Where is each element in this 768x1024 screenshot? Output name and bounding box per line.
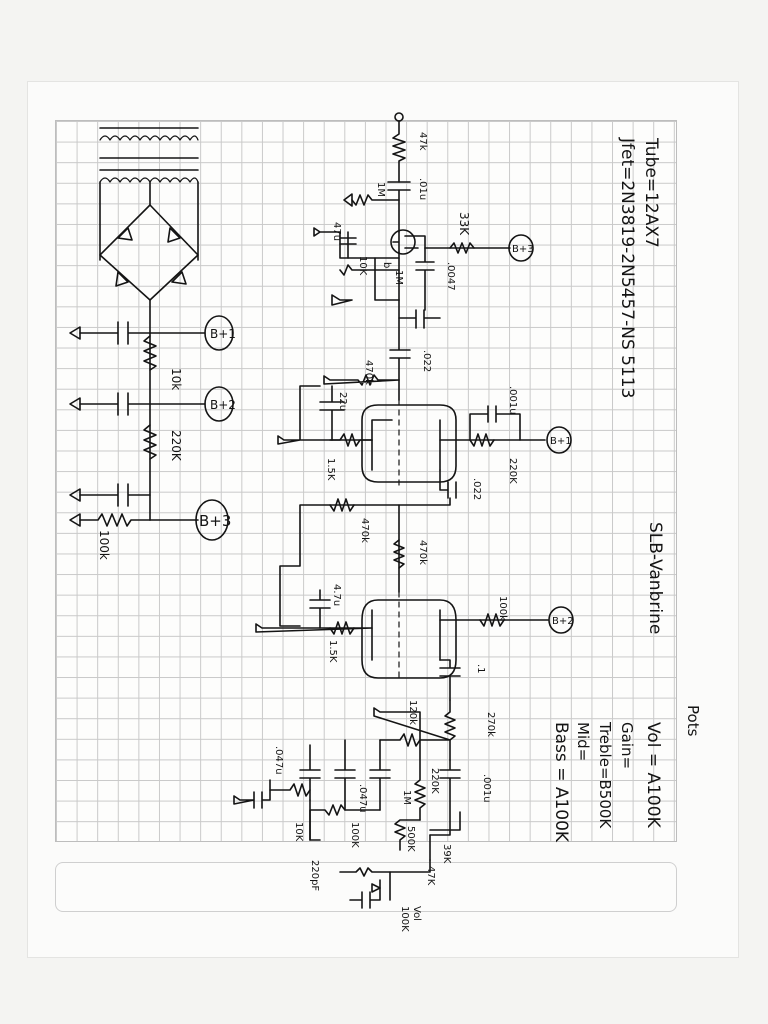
tube2-r-cath-label: 1.5K [327, 640, 338, 663]
tone-stack [233, 699, 461, 861]
supply-r1-label: 10k [169, 368, 183, 390]
bplus2-label: B+2 [210, 398, 236, 412]
tube-stage-1-envelope [361, 399, 457, 491]
jfet-source-network [313, 227, 400, 306]
pots-title: Pots [684, 705, 702, 737]
jfet-c-out-label: .0047 [445, 262, 456, 291]
tube2-bplus-node: B+2 [548, 606, 574, 634]
jfet-c-in-label: .01u [417, 178, 428, 200]
tube2-r-grid-a-label: 470k [359, 518, 370, 543]
supply-r3-label: 100k [97, 530, 111, 560]
volume-network [339, 859, 431, 909]
jfet-bplus-label: B+3 [512, 244, 534, 255]
tone-r-f-label: 39K [441, 844, 452, 864]
jfet-output-caps [389, 247, 441, 381]
bplus3-node: B+3 [195, 499, 231, 541]
jfet-r-in-label: 47k [417, 132, 428, 151]
tube2-c-cath-label: 4.7u [331, 584, 342, 606]
tube1-bplus-label: B+1 [550, 436, 572, 447]
power-transformer [99, 127, 199, 261]
jfet-pot-wiper-mark: b [381, 262, 392, 268]
tube-stage-2-cathode [255, 589, 373, 635]
pot-gain-value: Gain= [618, 722, 636, 769]
pot-treble-value: Treble=B500K [596, 721, 614, 829]
tube-stage-1-plate [439, 405, 546, 499]
pot-bass-value: Bass = A100K [551, 722, 571, 843]
bplus1-label: B+1 [210, 327, 236, 341]
filter-capacitors [69, 321, 151, 507]
tone-r-c-label: 1M [401, 790, 412, 805]
supply-r2-label: 220K [169, 430, 183, 462]
tube-stage-2-envelope [361, 591, 457, 681]
bplus1-node: B+1 [204, 315, 236, 351]
tone-vol-value: 100K [399, 906, 410, 932]
jfet-transistor [390, 229, 511, 255]
tone-c-b-label: .047u [357, 784, 368, 813]
bplus3-label: B+3 [199, 512, 231, 530]
tube-stage-2-grid [279, 497, 451, 627]
tone-c-c-label: .047u [273, 746, 284, 775]
tube-stage-1-cathode [277, 385, 373, 447]
tone-r-in-label: 270k [485, 712, 496, 737]
tone-pot-a-label: 500K [405, 826, 416, 852]
supply-resistors [69, 332, 206, 527]
tube-stage-2-plate [439, 613, 549, 701]
tone-vol-label: Vol [411, 906, 422, 921]
jfet-pot-label: 1M [393, 270, 404, 285]
jfet-gate-resistor [343, 193, 400, 207]
tube-stage-1-grid [323, 374, 400, 401]
graph-paper-grid [55, 120, 677, 842]
tube1-c-cath-label: 22u [337, 392, 348, 411]
input-jack [387, 112, 411, 233]
tube2-r-grid-b-label: 470k [417, 540, 428, 565]
tube-type-note: Tube=12AX7 [641, 137, 661, 248]
tube1-r-plate-label: 220K [507, 458, 518, 484]
jfet-type-note: Jfet=2N3819-2N5457-NS 5113 [617, 137, 637, 398]
jfet-c-couple-label: .022 [421, 350, 432, 372]
jfet-c-source-label: 47u [331, 222, 342, 241]
jfet-r-gate-label: 1M [375, 182, 386, 197]
tube1-r-cath-label: 1.5K [325, 458, 336, 481]
pot-mid-value: Mid= [574, 722, 592, 761]
tone-r-b-label: 220K [429, 768, 440, 794]
tube2-r-plate-label: 100k [497, 596, 508, 621]
bplus2-node: B+2 [204, 386, 236, 422]
circuit-title: SLB-Vanbrine [645, 522, 665, 634]
tube2-bplus-label: B+2 [552, 616, 574, 627]
jfet-r-drain-label: 33K [457, 212, 471, 236]
tone-r-h-label: 10K [293, 822, 304, 842]
tube1-r-grid-label: 470k [363, 360, 374, 385]
tube2-c-out-label: .1 [475, 664, 486, 674]
tone-r-d-label: 100K [349, 822, 360, 848]
tube1-bplus-node: B+1 [546, 426, 572, 454]
tube1-c-out-label: .022 [471, 478, 482, 500]
tone-r-g-label: 47K [425, 866, 436, 886]
tube1-c-plate-label: .001u [507, 386, 518, 415]
tone-c-d-label: 220pF [309, 860, 320, 891]
tone-c-a-label: .001u [481, 774, 492, 803]
jfet-bplus-node: B+3 [508, 234, 534, 262]
tone-r-a-label: 120k [407, 700, 418, 725]
jfet-r-source-label: 10K [357, 256, 368, 276]
pot-vol-value: Vol = A100K [643, 722, 663, 829]
